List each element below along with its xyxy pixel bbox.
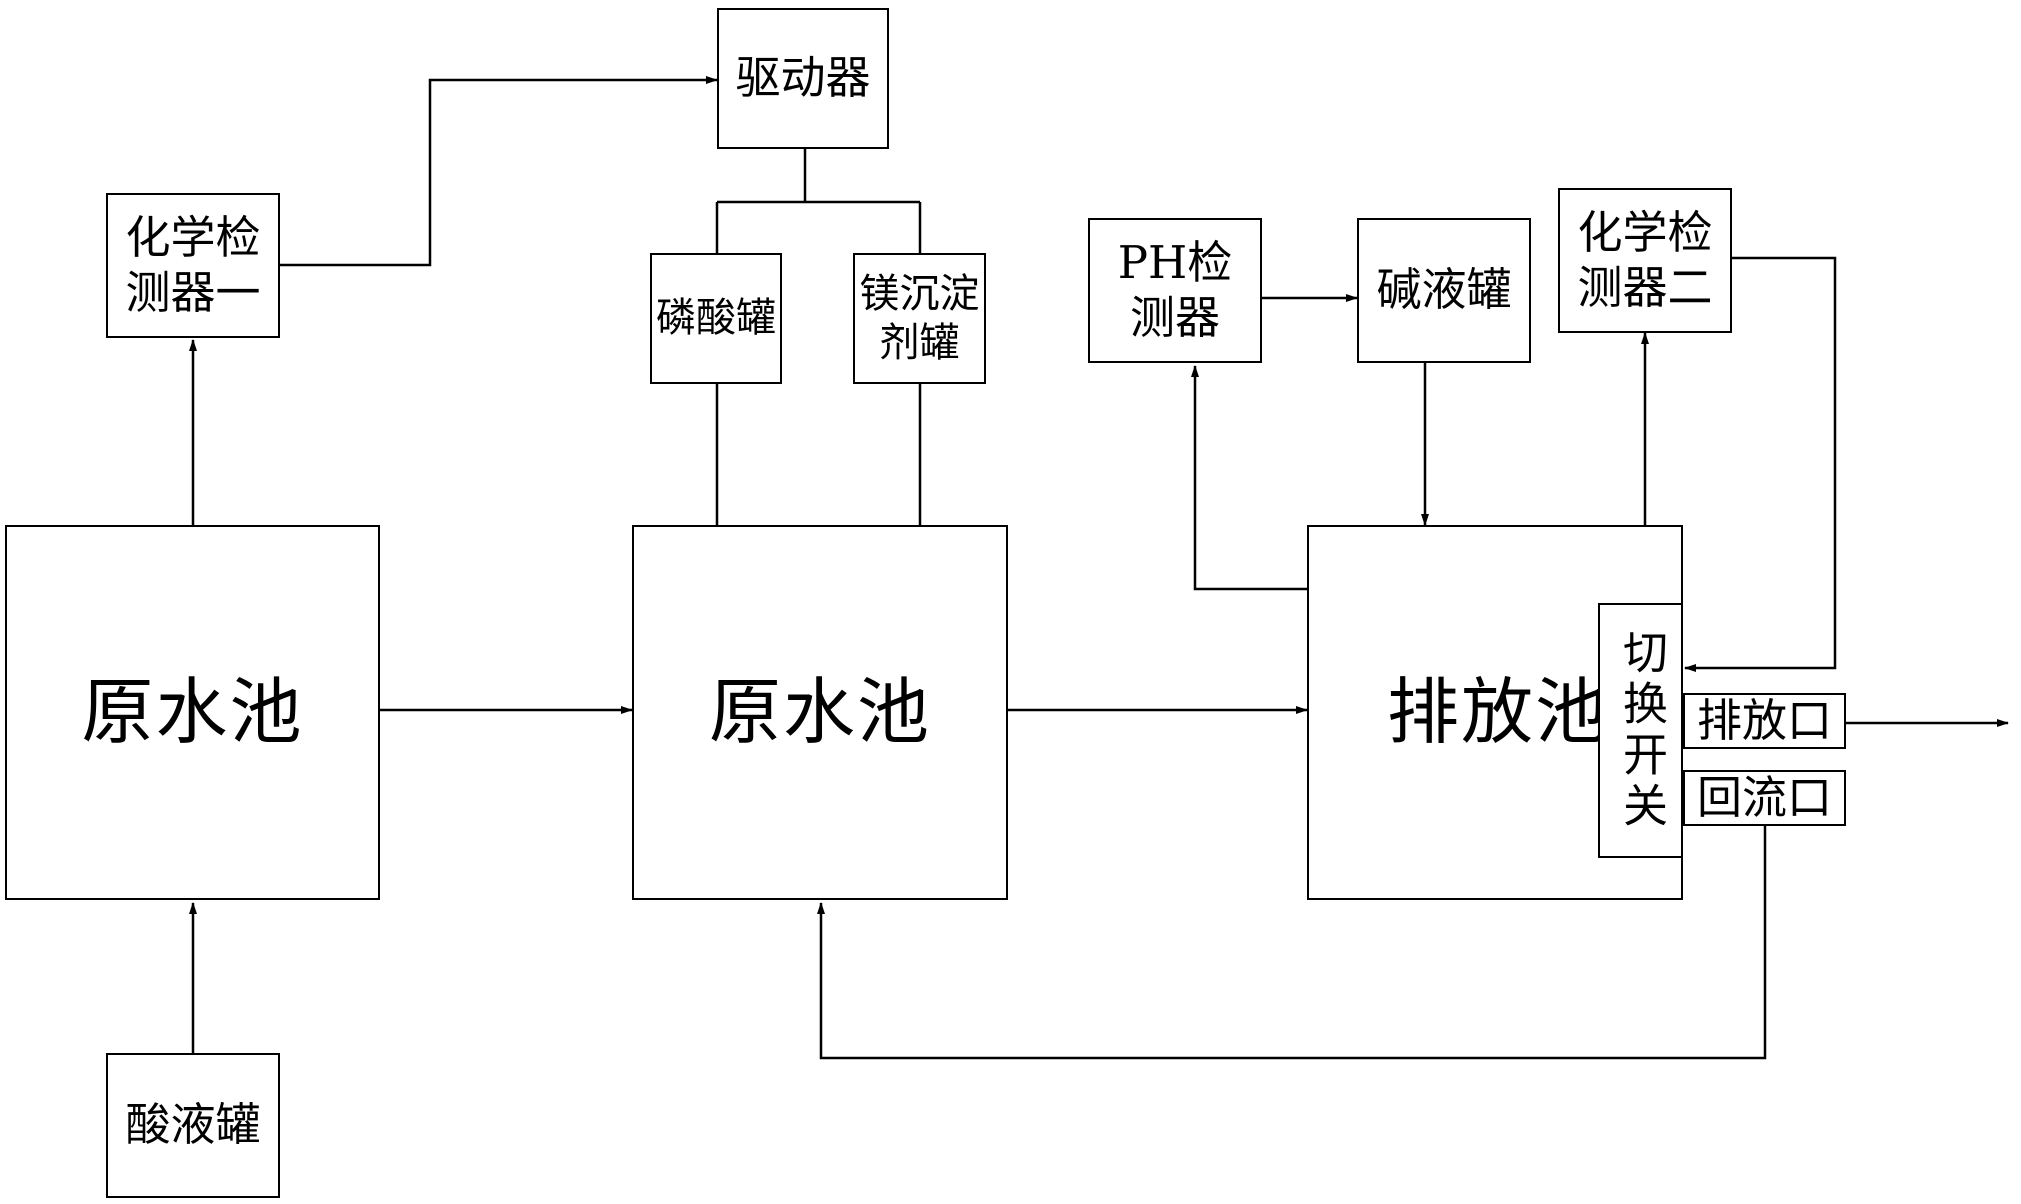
arrow-detector1-to-driver [280, 76, 718, 267]
ph-detector-label-line1: PH检 [1117, 235, 1233, 289]
ph-detector-box: PH检 测器 [1088, 218, 1262, 363]
outlet-box: 排放口 [1683, 693, 1846, 749]
alkali-tank-box: 碱液罐 [1357, 218, 1531, 363]
acid-tank-box: 酸液罐 [106, 1053, 280, 1198]
raw-pool-1-box: 原水池 [5, 525, 380, 900]
driver-box: 驱动器 [717, 8, 889, 149]
arrow-return-to-pool2 [817, 826, 1767, 1060]
return-port-box: 回流口 [1683, 770, 1846, 826]
phosphoric-tank-box: 磷酸罐 [650, 253, 782, 384]
arrow-discharge-to-ph [1191, 365, 1307, 591]
alkali-tank-label: 碱液罐 [1376, 263, 1512, 317]
chem-detector-1-box: 化学检测器一 [106, 193, 280, 338]
ph-detector-label-line2: 测器 [1129, 290, 1220, 344]
switch-box: 切换开关 [1598, 603, 1683, 858]
return-port-label: 回流口 [1696, 770, 1832, 824]
switch-label: 切换开关 [1614, 628, 1668, 833]
discharge-pool-label: 排放池 [1387, 669, 1610, 754]
driver-label: 驱动器 [735, 51, 871, 105]
raw-pool-1-label: 原水池 [81, 669, 304, 754]
chem-detector-2-label: 化学检测器二 [1577, 205, 1713, 314]
chem-detector-2-box: 化学检测器二 [1558, 188, 1732, 333]
raw-pool-2-box: 原水池 [632, 525, 1008, 900]
mg-precip-tank-box: 镁沉淀剂罐 [853, 253, 986, 384]
phosphoric-tank-label: 磷酸罐 [656, 295, 776, 342]
arrow-detector2-to-switch [1684, 256, 1837, 672]
outlet-label: 排放口 [1696, 693, 1832, 747]
acid-tank-label: 酸液罐 [125, 1098, 261, 1152]
raw-pool-2-label: 原水池 [708, 669, 931, 754]
chem-detector-1-label: 化学检测器一 [125, 210, 261, 319]
mg-precip-tank-label: 镁沉淀剂罐 [859, 270, 980, 366]
